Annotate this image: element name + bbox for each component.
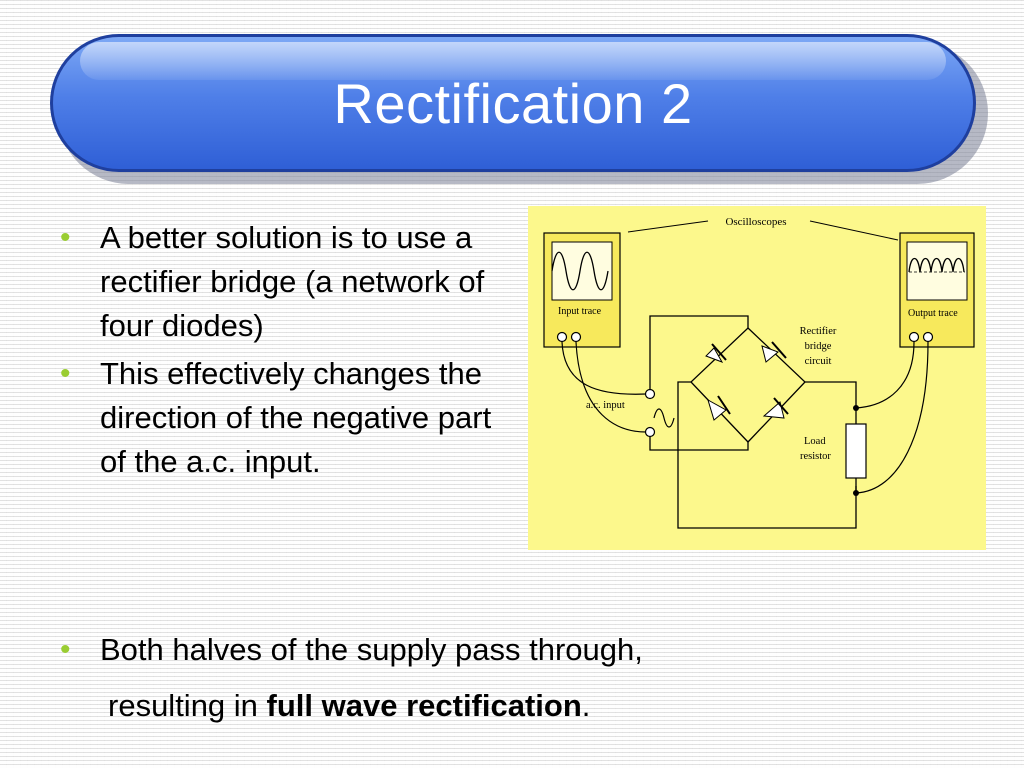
diode-icon: [762, 397, 789, 419]
rectifier-label: Rectifier: [800, 326, 837, 337]
title-banner-gloss: [80, 42, 946, 80]
input-oscilloscope: Input trace: [543, 232, 621, 348]
bullet-continuation: resulting in full wave rectification.: [60, 684, 1000, 728]
diode-icon: [761, 341, 787, 363]
terminal-icon: [570, 331, 582, 343]
bullet-text: resulting in: [108, 688, 267, 723]
diode-icon: [707, 395, 731, 421]
ac-terminal-icon: [644, 426, 656, 438]
bullet-dot-icon: •: [60, 221, 71, 254]
ac-symbol-icon: [653, 408, 675, 428]
bold-term: full wave rectification: [266, 688, 582, 723]
bridge-diamond: [690, 327, 806, 443]
bridge-wire: [649, 437, 749, 451]
bullet-item: • This effectively changes the direction…: [60, 352, 500, 484]
circuit-label: circuit: [805, 356, 832, 367]
bullet-text: .: [581, 688, 591, 723]
bridge-wire: [649, 315, 749, 389]
rectified-wave-icon: [908, 257, 965, 273]
bullet-text: A better solution is to use a rectifier …: [100, 220, 485, 343]
terminal-icon: [556, 331, 568, 343]
load-label: Load: [804, 436, 826, 447]
output-oscilloscope: Output trace: [899, 232, 975, 348]
terminal-icon: [922, 331, 934, 343]
oscilloscopes-label: Oscilloscopes: [725, 216, 786, 228]
resistor-icon: [845, 423, 867, 479]
bullet-item: • A better solution is to use a rectifie…: [60, 216, 500, 348]
diode-icon: [705, 343, 727, 363]
bridge-label: bridge: [805, 341, 832, 352]
probe-wire: [855, 341, 915, 409]
bottom-bullet: • Both halves of the supply pass through…: [60, 628, 1000, 728]
bullet-item: • Both halves of the supply pass through…: [60, 628, 1000, 672]
bullet-dot-icon: •: [60, 633, 71, 666]
probe-wire: [855, 341, 929, 494]
probe-wire: [575, 341, 647, 433]
pointer-line: [627, 220, 709, 233]
pointer-line: [809, 220, 899, 241]
resistor-label: resistor: [800, 451, 831, 462]
sine-wave-icon: [551, 251, 609, 291]
bullet-dot-icon: •: [60, 357, 71, 390]
load-wire: [677, 381, 857, 529]
ac-terminal-icon: [644, 388, 656, 400]
rectifier-bridge-diagram: Oscilloscopes Input trace Output trace: [528, 206, 986, 550]
bullet-text: Both halves of the supply pass through,: [100, 632, 643, 667]
bullet-list: • A better solution is to use a rectifie…: [60, 216, 500, 488]
slide-title: Rectification 2: [333, 71, 693, 135]
terminal-icon: [908, 331, 920, 343]
input-trace-label: Input trace: [558, 306, 602, 317]
bullet-text: This effectively changes the direction o…: [100, 356, 492, 479]
output-trace-label: Output trace: [908, 308, 958, 319]
probe-wire: [561, 341, 647, 395]
ac-input-label: a.c. input: [586, 400, 625, 411]
circuit-svg: Oscilloscopes Input trace Output trace: [528, 206, 986, 550]
